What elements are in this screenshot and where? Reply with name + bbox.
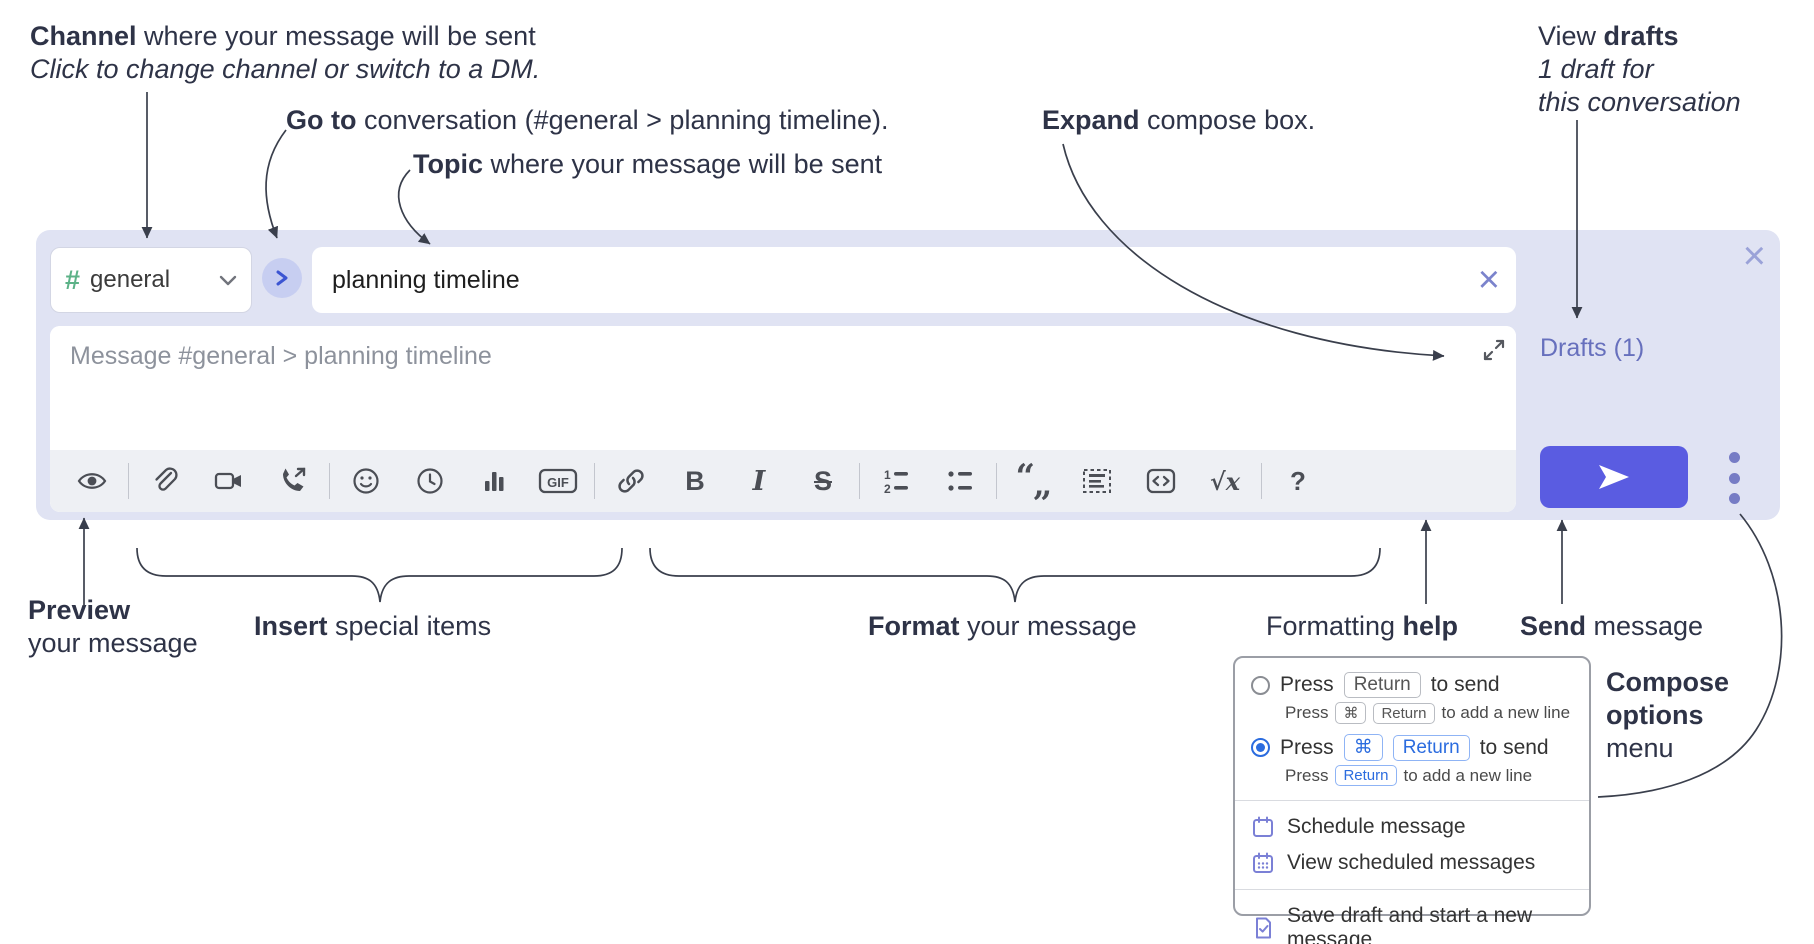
bulleted-list-icon[interactable] bbox=[928, 458, 992, 504]
audio-call-icon[interactable] bbox=[261, 458, 325, 504]
send-plane-icon bbox=[1599, 465, 1629, 489]
help-icon[interactable]: ? bbox=[1290, 465, 1306, 496]
toolbar-divider bbox=[128, 463, 129, 499]
topic-input[interactable] bbox=[332, 265, 1478, 295]
toolbar-divider bbox=[1261, 463, 1262, 499]
send-message-annotation: Send message bbox=[1520, 611, 1704, 641]
video-call-icon[interactable] bbox=[197, 458, 261, 504]
radio-unselected-icon[interactable] bbox=[1251, 675, 1270, 695]
compose-options-annotation: Compose options menu bbox=[1606, 667, 1730, 763]
preview-eye-icon[interactable] bbox=[60, 458, 124, 504]
bold-icon[interactable]: B bbox=[685, 465, 705, 496]
popup-divider bbox=[1235, 889, 1589, 890]
math-icon[interactable]: √x bbox=[1209, 466, 1241, 496]
view-scheduled-messages-item[interactable]: View scheduled messages bbox=[1235, 845, 1589, 881]
preview-annotation: Preview your message bbox=[28, 595, 198, 658]
drafts-link[interactable]: Drafts (1) bbox=[1540, 334, 1645, 362]
format-annotation: Format your message bbox=[868, 611, 1137, 641]
go-to-conversation-button[interactable] bbox=[262, 258, 302, 298]
italic-icon[interactable]: I bbox=[752, 465, 766, 497]
emoji-icon[interactable] bbox=[334, 458, 398, 504]
compose-box-panel: # general × × bbox=[36, 230, 1780, 520]
expand-compose-icon[interactable] bbox=[1480, 336, 1508, 364]
radio-selected-icon[interactable] bbox=[1251, 738, 1270, 757]
link-icon[interactable] bbox=[599, 458, 663, 504]
popup-divider bbox=[1235, 800, 1589, 801]
calendar-grid-icon bbox=[1253, 852, 1273, 873]
message-input[interactable] bbox=[50, 326, 1516, 448]
svg-text:1: 1 bbox=[884, 468, 891, 482]
formatting-help-annotation: Formatting help bbox=[1266, 611, 1459, 641]
gif-icon[interactable]: GIF bbox=[526, 458, 590, 504]
spoiler-icon[interactable] bbox=[1065, 458, 1129, 504]
code-icon[interactable] bbox=[1129, 458, 1193, 504]
toolbar-divider bbox=[859, 463, 860, 499]
channel-selector-button[interactable]: # general bbox=[50, 247, 252, 313]
svg-text:2: 2 bbox=[884, 482, 891, 496]
clear-topic-icon[interactable]: × bbox=[1477, 259, 1500, 301]
goto-annotation: Go to conversation (#general > planning … bbox=[286, 105, 889, 135]
message-box: GIF B I S 12 “„ bbox=[50, 326, 1516, 512]
insert-annotation: Insert special items bbox=[254, 611, 492, 641]
draft-check-icon bbox=[1256, 917, 1271, 939]
toolbar-divider bbox=[594, 463, 595, 499]
schedule-message-item[interactable]: Schedule message bbox=[1235, 809, 1589, 845]
toolbar-divider bbox=[329, 463, 330, 499]
quote-icon[interactable]: “„ bbox=[1015, 457, 1052, 505]
view-drafts-annotation: View drafts 1 draft for this conversatio… bbox=[1538, 21, 1741, 117]
toolbar-divider bbox=[996, 463, 997, 499]
chevron-down-icon bbox=[219, 275, 237, 285]
channel-annotation: Channel where your message will be sent … bbox=[30, 21, 541, 84]
send-button[interactable] bbox=[1540, 446, 1688, 508]
svg-text:GIF: GIF bbox=[547, 475, 569, 490]
poll-chart-icon[interactable] bbox=[462, 458, 526, 504]
chevron-right-icon bbox=[276, 270, 288, 286]
global-time-icon[interactable] bbox=[398, 458, 462, 504]
topic-annotation: Topic where your message will be sent bbox=[413, 149, 883, 179]
compose-options-menu-icon[interactable] bbox=[1714, 452, 1754, 504]
save-draft-item[interactable]: Save draft and start a new message bbox=[1235, 898, 1589, 944]
calendar-icon bbox=[1253, 816, 1273, 837]
strikethrough-icon[interactable]: S bbox=[813, 465, 832, 496]
expand-annotation: Expand compose box. bbox=[1042, 105, 1316, 135]
channel-hash-icon: # bbox=[65, 264, 81, 295]
close-compose-icon[interactable]: × bbox=[1742, 234, 1766, 278]
attach-paperclip-icon[interactable] bbox=[133, 458, 197, 504]
channel-name-label: general bbox=[90, 266, 171, 293]
topic-field: × bbox=[312, 247, 1516, 313]
